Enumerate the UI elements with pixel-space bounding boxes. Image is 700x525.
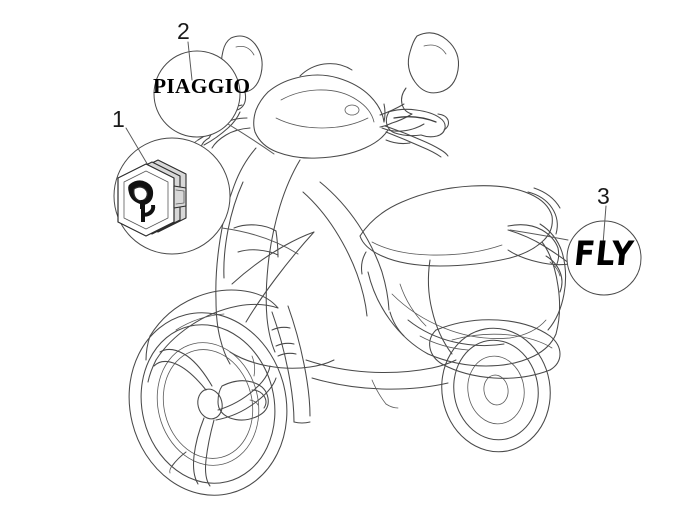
floorboard-tunnel — [231, 181, 457, 390]
callout-1-pointer — [221, 227, 299, 255]
front-fork — [271, 305, 311, 424]
callout-2-group[interactable] — [153, 41, 275, 155]
rear-wheel — [441, 327, 551, 453]
seat — [359, 185, 561, 275]
front-wheel — [128, 312, 288, 496]
callout-2-pointer — [227, 123, 275, 155]
right-grip-lever — [384, 108, 450, 158]
callout-number-1: 1 — [112, 106, 125, 132]
callout-1-group[interactable] — [113, 127, 299, 255]
fly-model-decal: FLY — [572, 234, 637, 274]
center-stand — [371, 379, 399, 409]
exhaust-muffler — [429, 319, 561, 379]
callout-number-2: 2 — [177, 18, 190, 44]
callout-2-leader — [187, 41, 193, 81]
handlebar-headset — [253, 63, 425, 159]
callout-3-pointer — [509, 229, 569, 241]
side-body-panel — [367, 241, 561, 367]
callout-2-circle[interactable] — [153, 50, 241, 138]
callout-3-circle[interactable] — [566, 220, 642, 296]
callout-number-3: 3 — [597, 183, 610, 209]
rear-body-panel — [507, 223, 571, 331]
callout-3-leader — [602, 205, 607, 245]
engine-swingarm — [389, 311, 505, 351]
piaggio-shield-emblem — [117, 159, 187, 237]
callout-3-group[interactable] — [509, 205, 642, 296]
piaggio-wordmark-decal: PIAGGIO — [153, 74, 251, 98]
